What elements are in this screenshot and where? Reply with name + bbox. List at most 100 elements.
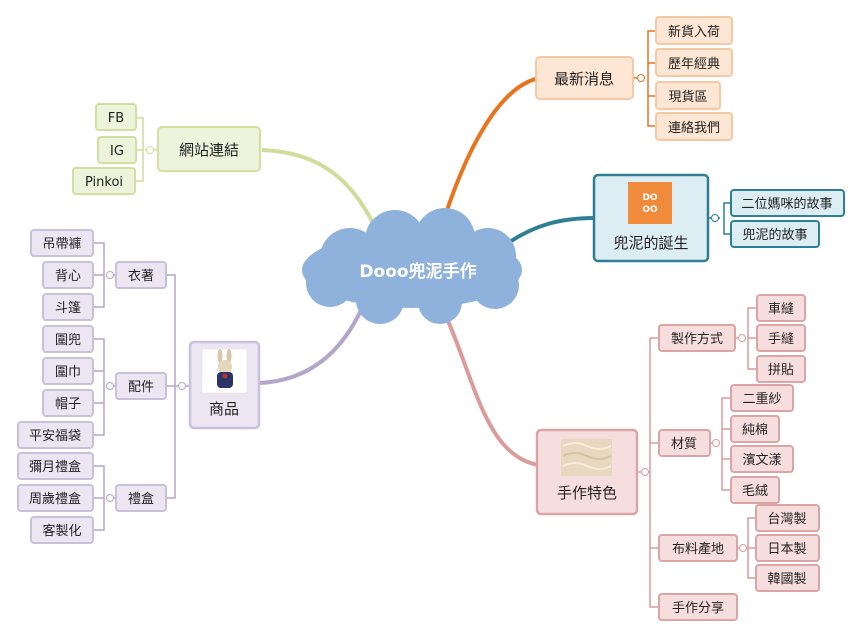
svg-text:OO: OO (642, 205, 658, 215)
feature-item-label: 純棉 (742, 423, 768, 438)
material-collapse-toggle[interactable] (712, 439, 720, 447)
product-group-label: 衣著 (128, 268, 154, 284)
feature-item-japan[interactable]: 日本製 (755, 534, 820, 562)
feature-item-double-gauze[interactable]: 二重紗 (730, 384, 794, 412)
topic-links-label: 網站連結 (179, 141, 239, 159)
feature-item-taiwan[interactable]: 台灣製 (755, 504, 820, 532)
news-item-new-arrivals[interactable]: 新貨入荷 (655, 16, 733, 45)
features-collapse-toggle[interactable] (641, 468, 649, 476)
product-item-label: 吊帶褲 (42, 237, 81, 252)
news-collapse-toggle[interactable] (637, 74, 645, 82)
feature-group-label: 製作方式 (671, 331, 723, 347)
product-item-fullmonth-box[interactable]: 彌月禮盒 (17, 452, 94, 480)
birth-item-label: 二位媽咪的故事 (741, 196, 832, 212)
news-item-label: 歷年經典 (668, 57, 720, 72)
topic-products[interactable]: 商品 (188, 340, 261, 430)
links-collapse-toggle[interactable] (146, 146, 154, 154)
branch-line-news (438, 76, 541, 233)
feature-item-hand-sewn[interactable]: 手縫 (756, 324, 806, 352)
product-item-custom[interactable]: 客製化 (30, 516, 94, 544)
topic-features-label: 手作特色 (557, 484, 617, 502)
link-item-label: Pinkoi (85, 175, 123, 190)
clothing-collapse-toggle[interactable] (106, 271, 114, 279)
feature-item-label: 毛絨 (742, 484, 768, 499)
link-item-fb[interactable]: FB (95, 103, 137, 131)
feature-item-label: 台灣製 (767, 512, 806, 527)
origin-collapse-toggle[interactable] (739, 544, 747, 552)
method-collapse-toggle[interactable] (738, 334, 746, 342)
product-item-label: 斗篷 (55, 301, 81, 316)
accessories-collapse-toggle[interactable] (106, 382, 114, 390)
product-group-giftbox[interactable]: 禮盒 (115, 484, 167, 512)
feature-group-label: 手作分享 (672, 600, 724, 616)
feature-item-korea[interactable]: 韓國製 (755, 564, 820, 592)
giftbox-collapse-toggle[interactable] (106, 494, 114, 502)
product-item-firstyear-box[interactable]: 周歲禮盒 (17, 484, 94, 512)
product-item-label: 客製化 (42, 523, 81, 539)
news-item-label: 新貨入荷 (668, 24, 720, 40)
product-item-amulet-bag[interactable]: 平安福袋 (17, 421, 94, 449)
feature-item-label: 車縫 (768, 302, 794, 317)
product-item-label: 圍兜 (55, 333, 81, 348)
products-collapse-toggle[interactable] (178, 382, 186, 390)
feature-group-material[interactable]: 材質 (658, 429, 711, 457)
branch-line-products (259, 307, 364, 385)
topic-features[interactable]: 手作特色 (535, 428, 639, 516)
topic-birth-label: 兜泥的誕生 (613, 234, 688, 252)
link-item-ig[interactable]: IG (97, 136, 137, 164)
news-item-classics[interactable]: 歷年經典 (655, 48, 733, 77)
topic-news[interactable]: 最新消息 (535, 56, 634, 100)
feature-item-label: 日本製 (767, 542, 806, 557)
link-item-label: FB (108, 111, 124, 126)
product-group-label: 配件 (128, 380, 154, 395)
birth-item-moms-story[interactable]: 二位媽咪的故事 (730, 189, 845, 217)
product-item-cape[interactable]: 斗篷 (42, 293, 94, 321)
central-topic-label: Dooo兜泥手作 (359, 261, 476, 282)
product-item-overalls[interactable]: 吊帶褲 (30, 229, 94, 257)
product-item-label: 背心 (55, 269, 81, 284)
topic-products-label: 商品 (209, 400, 239, 418)
central-topic[interactable]: Dooo兜泥手作 (302, 208, 522, 324)
product-item-bib[interactable]: 圍兜 (42, 325, 94, 353)
product-item-hat[interactable]: 帽子 (42, 389, 94, 417)
topic-news-label: 最新消息 (554, 70, 614, 88)
feature-item-cotton[interactable]: 純棉 (730, 415, 780, 443)
feature-group-label: 材質 (671, 437, 697, 452)
feature-group-origin[interactable]: 布料產地 (658, 534, 738, 562)
feature-item-patchwork[interactable]: 拼貼 (756, 355, 806, 383)
news-item-label: 現貨區 (668, 89, 707, 105)
feature-item-label: 拼貼 (768, 363, 794, 378)
product-item-label: 周歲禮盒 (29, 491, 81, 507)
topic-links[interactable]: 網站連結 (157, 126, 261, 172)
feature-group-method[interactable]: 製作方式 (658, 324, 736, 352)
news-item-in-stock[interactable]: 現貨區 (655, 81, 721, 110)
branch-line-links (261, 148, 382, 239)
product-item-vest[interactable]: 背心 (42, 261, 94, 289)
product-group-clothing[interactable]: 衣著 (115, 261, 167, 289)
birth-collapse-toggle[interactable] (711, 214, 719, 222)
news-item-contact[interactable]: 連絡我們 (655, 112, 733, 141)
product-item-scarf[interactable]: 圍巾 (42, 357, 94, 385)
feature-item-label: 手縫 (768, 332, 794, 347)
feature-item-textured-cotton[interactable]: 濱文漾 (730, 445, 794, 473)
product-item-label: 帽子 (55, 396, 81, 412)
dooo-logo-icon: DO OO (628, 182, 672, 224)
feature-item-machine-sewn[interactable]: 車縫 (756, 294, 806, 322)
feature-group-sharing[interactable]: 手作分享 (658, 593, 738, 621)
fabric-photo-icon (561, 439, 612, 476)
topic-birth[interactable]: DO OO 兜泥的誕生 (592, 173, 710, 263)
feature-item-plush[interactable]: 毛絨 (730, 476, 780, 504)
birth-item-label: 兜泥的故事 (742, 227, 807, 243)
feature-item-label: 韓國製 (767, 572, 806, 587)
feature-group-label: 布料產地 (672, 541, 724, 557)
birth-item-dooo-story[interactable]: 兜泥的故事 (730, 220, 820, 248)
product-item-label: 彌月禮盒 (29, 459, 81, 475)
link-item-pinkoi[interactable]: Pinkoi (72, 167, 136, 195)
svg-text:DO: DO (642, 193, 657, 203)
product-item-label: 平安福袋 (29, 429, 81, 444)
product-item-label: 圍巾 (55, 365, 81, 380)
product-group-label: 禮盒 (128, 491, 154, 507)
feature-item-label: 濱文漾 (742, 453, 781, 468)
product-group-accessories[interactable]: 配件 (115, 372, 167, 400)
